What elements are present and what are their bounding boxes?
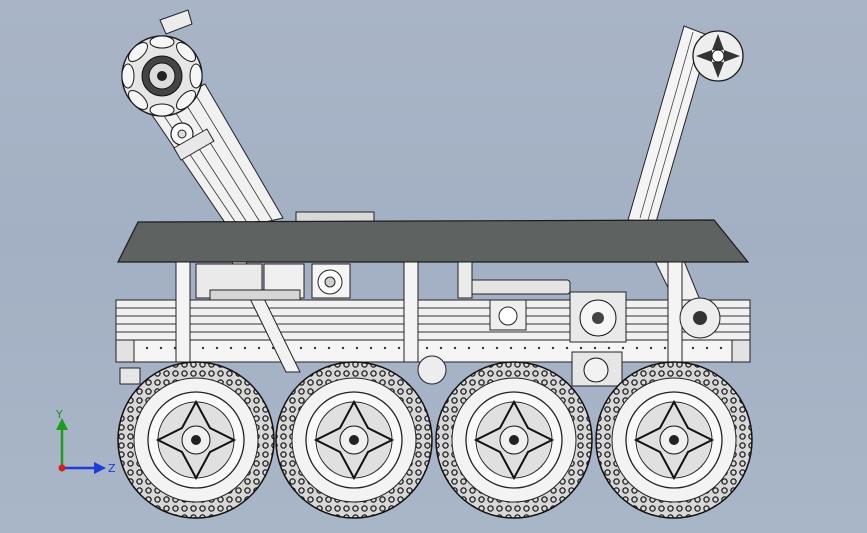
axis-triad: Y Z xyxy=(55,408,116,475)
wheel-3 xyxy=(435,361,593,519)
wheel-4 xyxy=(595,361,753,519)
z-axis-label: Z xyxy=(108,462,116,475)
top-deck xyxy=(117,211,750,263)
wheel-1 xyxy=(117,361,275,519)
z-axis-arrow-icon xyxy=(94,462,106,474)
left-arm xyxy=(149,9,284,231)
left-omni-wheel xyxy=(121,35,203,117)
chassis xyxy=(115,261,751,387)
right-omni-wheel xyxy=(692,30,744,82)
x-axis-dot-icon xyxy=(58,464,66,472)
y-axis-label: Y xyxy=(55,408,63,421)
y-axis-arrow-icon xyxy=(56,418,68,430)
wheel-2 xyxy=(275,361,433,519)
